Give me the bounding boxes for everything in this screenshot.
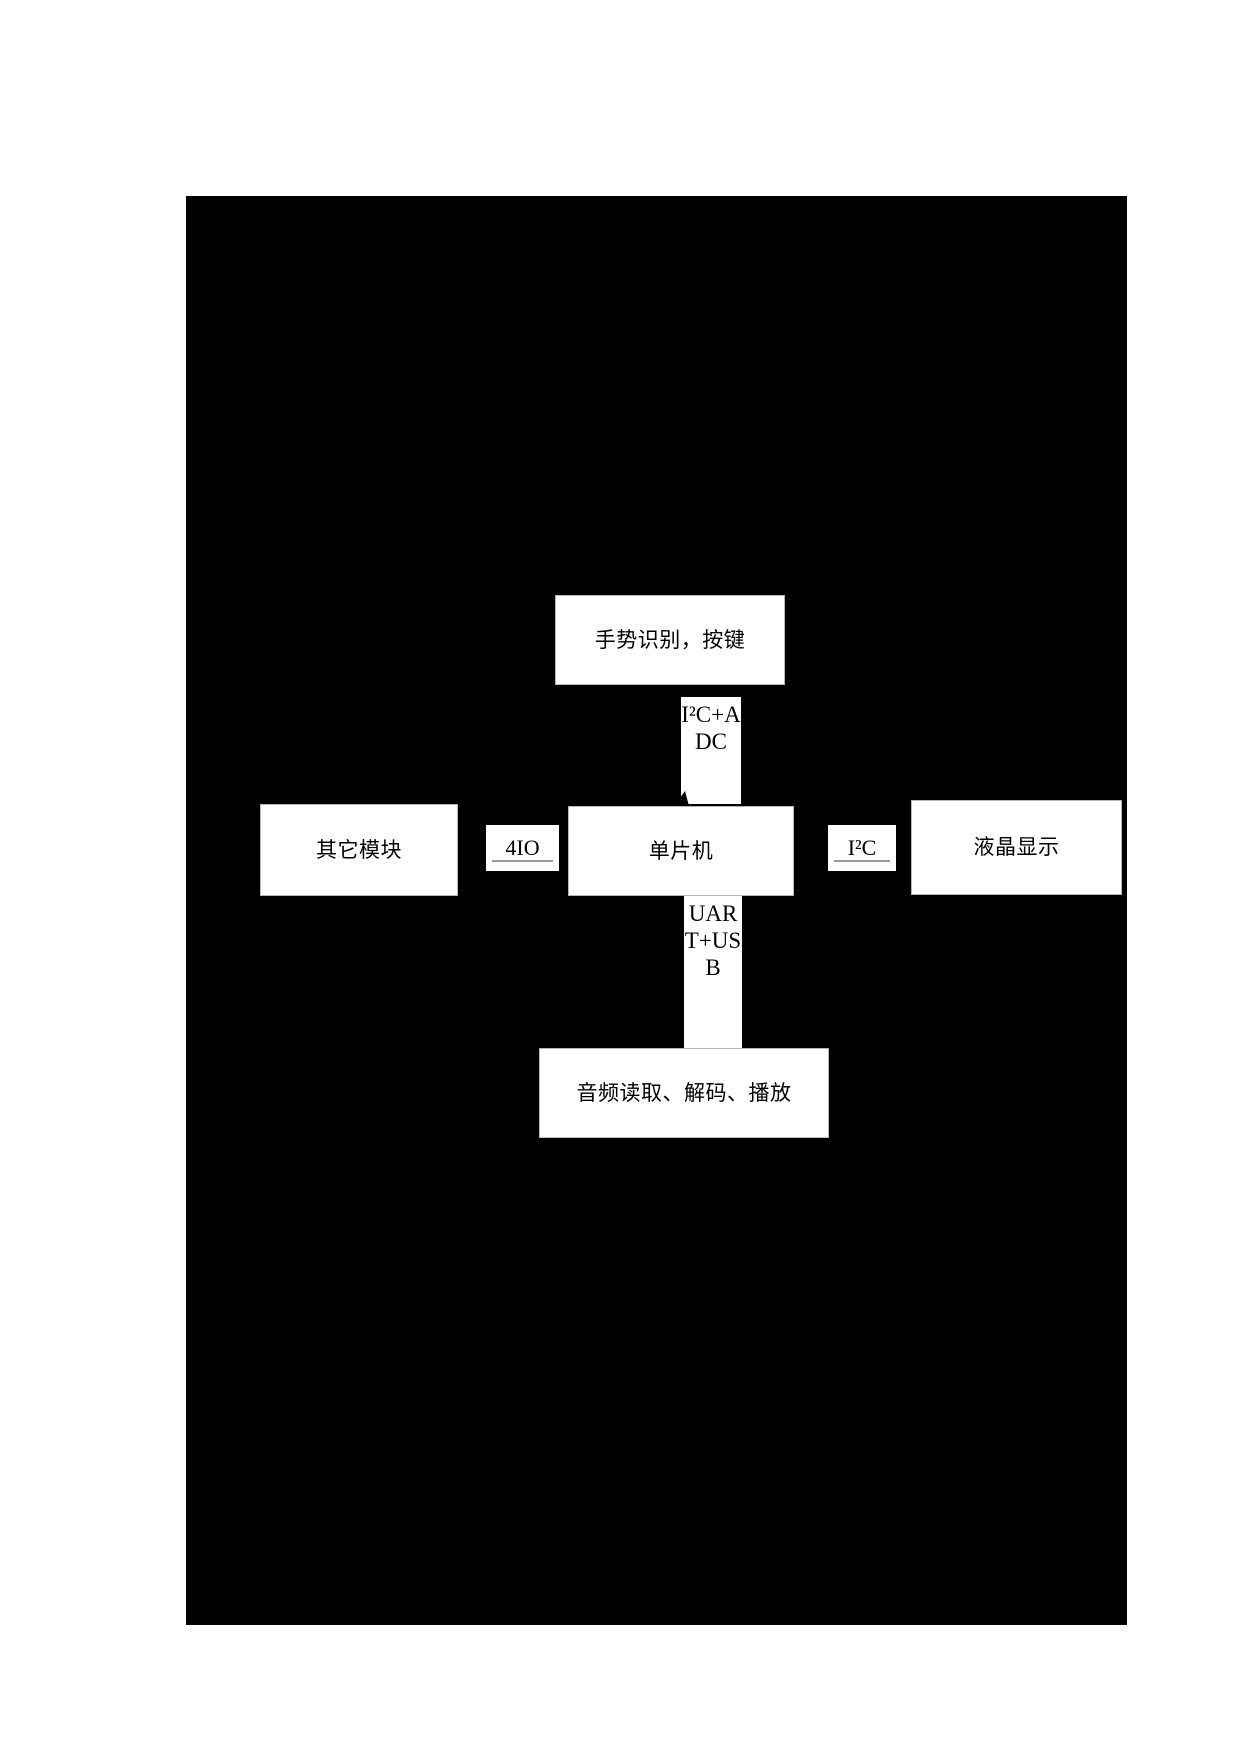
edge-label-i2c-adc: I²C+ADC: [681, 697, 741, 804]
node-lcd-display[interactable]: 液晶显示: [911, 800, 1122, 895]
node-other-modules[interactable]: 其它模块: [260, 804, 458, 896]
edge-label-4io-text: 4IO: [505, 835, 540, 860]
edge-label-uart-usb: UART+USB: [684, 896, 742, 1052]
edge-label-i2c: I²C: [828, 825, 896, 871]
node-gesture-recognition[interactable]: 手势识别，按键: [555, 595, 785, 685]
edge-label-4io-underline: [492, 860, 553, 862]
node-audio-playback[interactable]: 音频读取、解码、播放: [539, 1048, 829, 1138]
node-mcu[interactable]: 单片机: [568, 806, 794, 896]
arrow-head-icon: [674, 791, 689, 806]
edge-label-4io: 4IO: [486, 825, 559, 871]
diagram-background-plate: [186, 196, 1127, 1625]
edge-label-i2c-text: I²C: [847, 835, 877, 860]
edge-label-i2c-underline: [834, 860, 890, 862]
